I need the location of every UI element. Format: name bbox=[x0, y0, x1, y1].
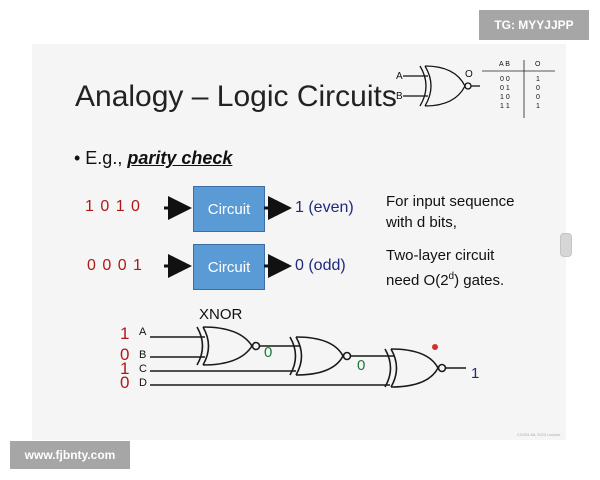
bullet-emphasis: parity check bbox=[127, 148, 233, 168]
truth-table-header-output: O bbox=[535, 61, 541, 68]
intermediate-value-2: 0 bbox=[357, 357, 366, 374]
input-c-value: 1 bbox=[120, 359, 130, 378]
corner-gate-input-a: A bbox=[396, 71, 403, 82]
corner-gate-input-b: B bbox=[396, 91, 403, 102]
input-sequence-2: 0 0 0 1 bbox=[87, 257, 143, 274]
description-line: need O(2d) gates. bbox=[386, 271, 505, 289]
truth-table-cell: 0 bbox=[536, 94, 540, 101]
input-a-label: A bbox=[139, 326, 147, 338]
truth-table-header-inputs: A B bbox=[499, 61, 510, 68]
input-sequence-1: 1 0 1 0 bbox=[85, 198, 141, 215]
intermediate-value-1: 0 bbox=[264, 344, 273, 361]
truth-table-cell: 1 1 bbox=[500, 103, 510, 110]
corner-xnor-gate-icon bbox=[403, 65, 480, 107]
truth-table-cell: 0 bbox=[536, 85, 540, 92]
bullet-prefix: • E.g., bbox=[74, 148, 123, 168]
slide-footnote: CS294-ML 2020 Lecture bbox=[517, 432, 561, 437]
scroll-handle[interactable] bbox=[560, 233, 572, 257]
input-d-value: 0 bbox=[120, 373, 130, 392]
xnor-label: XNOR bbox=[199, 306, 243, 323]
input-b-label: B bbox=[139, 349, 147, 361]
description-line: with d bits, bbox=[386, 214, 457, 231]
truth-table-cell: 1 bbox=[536, 76, 540, 83]
input-b-value: 0 bbox=[120, 345, 130, 364]
corner-badge: TG: MYYJJPP bbox=[479, 10, 589, 40]
description-block-1: For input sequence with d bits, bbox=[386, 191, 514, 233]
truth-table-cell: 1 bbox=[536, 103, 540, 110]
truth-table-cell: 0 1 bbox=[500, 85, 510, 92]
output-1: 1 (even) bbox=[295, 199, 354, 216]
laser-pointer-dot bbox=[432, 344, 438, 350]
truth-table-cell: 0 0 bbox=[500, 76, 510, 83]
corner-gate-output: O bbox=[465, 69, 473, 80]
watermark-badge: www.fjbnty.com bbox=[10, 441, 130, 469]
slide-title: Analogy – Logic Circuits bbox=[75, 80, 397, 113]
description-block-2: Two-layer circuit need O(2d) gates. bbox=[386, 245, 504, 291]
description-line: Two-layer circuit bbox=[386, 247, 495, 264]
circuit-box-2: Circuit bbox=[193, 244, 265, 290]
input-a-value: 1 bbox=[120, 324, 130, 343]
input-c-label: C bbox=[139, 363, 147, 375]
input-d-label: D bbox=[139, 377, 147, 389]
output-2: 0 (odd) bbox=[295, 257, 346, 274]
final-output-value: 1 bbox=[471, 365, 480, 382]
description-line: For input sequence bbox=[386, 193, 515, 210]
truth-table-lines bbox=[482, 60, 555, 118]
circuit-box-1: Circuit bbox=[193, 186, 265, 232]
example-bullet: • E.g., parity check bbox=[74, 148, 232, 169]
slide-background bbox=[32, 44, 566, 440]
truth-table-cell: 1 0 bbox=[500, 94, 510, 101]
